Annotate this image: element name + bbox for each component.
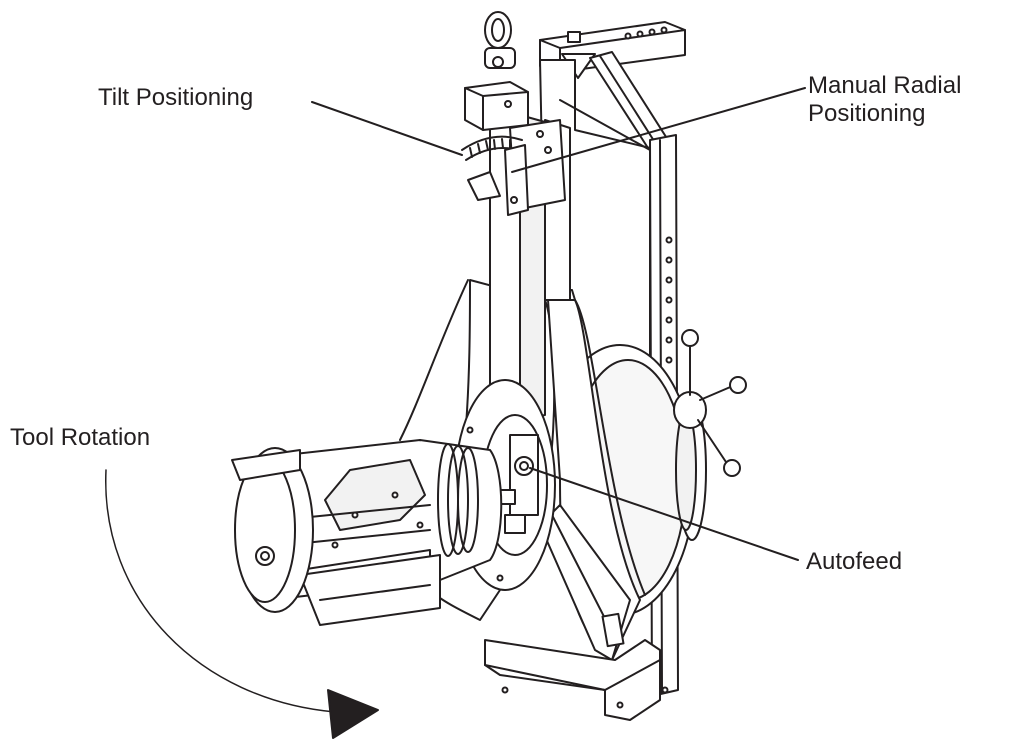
manual-radial-label-line1: Manual Radial	[808, 72, 962, 99]
base-foot	[484, 639, 669, 721]
leader-lines	[311, 87, 806, 561]
end-cap-disc	[231, 447, 314, 613]
tool-rotation-label: Tool Rotation	[10, 424, 151, 451]
autofeed-hub	[484, 434, 539, 534]
diagonal-brace	[589, 51, 669, 149]
lower-module	[299, 554, 441, 626]
autofeed-label: Autofeed	[806, 548, 903, 575]
arrowhead-icon	[327, 689, 379, 739]
top-crossbeam	[539, 21, 686, 79]
tilt-positioning-label: Tilt Positioning	[98, 84, 254, 111]
manual-radial-label-line2: Positioning	[808, 100, 926, 127]
slide-plate	[539, 504, 631, 661]
radial-leader	[511, 87, 806, 173]
autofeed-leader	[529, 467, 799, 561]
rotation-arrow	[105, 469, 379, 739]
lifting-ring	[484, 11, 516, 69]
tilt-leader	[311, 101, 463, 156]
tilt-dial	[461, 135, 529, 216]
hand-wheel	[673, 329, 747, 541]
